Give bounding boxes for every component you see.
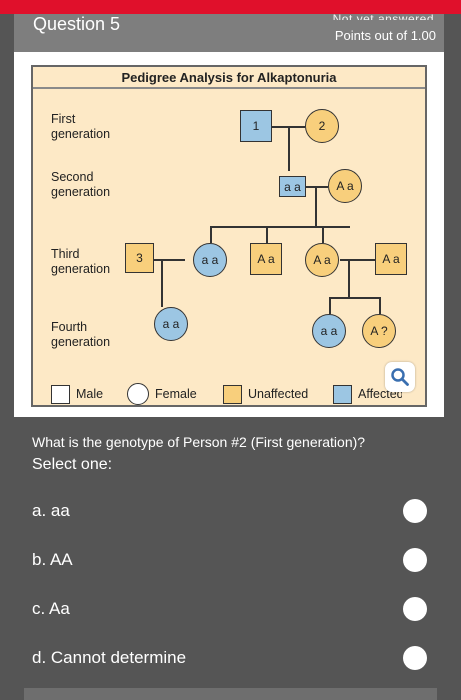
descent-line-gen3-right — [348, 259, 350, 297]
mating-line-gen3-right — [340, 259, 375, 261]
male-square-icon — [51, 384, 70, 404]
gen4-daughter-affected: a a — [312, 314, 346, 348]
figure-card: Pedigree Analysis for Alkaptonuria First… — [14, 52, 444, 417]
gen4-daughter-unknown: A ? — [362, 314, 396, 348]
generation-label-third: Third generation — [51, 247, 111, 276]
answer-option-label: b. AA — [32, 550, 73, 569]
magnifier-icon — [391, 368, 409, 386]
person-3-male-unaffected: 3 — [125, 243, 154, 273]
question-status: Not yet answered — [332, 12, 434, 20]
pedigree-title: Pedigree Analysis for Alkaptonuria — [33, 67, 425, 89]
mating-line-gen2 — [306, 186, 328, 188]
mating-line-gen3-left — [140, 259, 185, 261]
gen3-son-unaffected: A a — [250, 243, 282, 275]
radio-button[interactable] — [403, 548, 427, 572]
gen2-male-affected: a a — [279, 176, 306, 197]
question-points: Points out of 1.00 — [334, 28, 436, 43]
person-1-male-affected: 1 — [240, 110, 272, 142]
legend-unaffected: Unaffected — [223, 383, 308, 405]
descent-line-gen3-left — [161, 259, 163, 307]
gen3-daughter-affected: a a — [193, 243, 227, 277]
radio-button[interactable] — [403, 597, 427, 621]
drop-line-gen4-1 — [329, 297, 331, 314]
radio-button[interactable] — [403, 646, 427, 670]
question-title: Question 5 — [33, 14, 121, 34]
top-accent-bar — [0, 0, 461, 14]
sibship-line-gen3 — [210, 226, 350, 228]
pedigree-chart: Pedigree Analysis for Alkaptonuria First… — [31, 65, 427, 407]
affected-swatch-icon — [333, 384, 352, 404]
answer-option-label: a. aa — [32, 501, 70, 520]
legend-unaffected-label: Unaffected — [248, 387, 309, 401]
select-instruction: Select one: — [32, 456, 113, 473]
legend-female-label: Female — [155, 387, 197, 401]
gen4-daughter-left-affected: a a — [154, 307, 188, 341]
gen2-female-unaffected: A a — [328, 169, 362, 203]
question-text: What is the genotype of Person #2 (First… — [32, 434, 366, 450]
drop-line-daughter1 — [210, 226, 212, 243]
person-2-female-unaffected: 2 — [305, 109, 339, 143]
legend-male-label: Male — [76, 387, 104, 401]
answer-option-a[interactable]: a. aa — [32, 497, 427, 527]
radio-button[interactable] — [403, 499, 427, 523]
zoom-button[interactable] — [385, 362, 415, 392]
drop-line-son — [266, 226, 268, 243]
descent-line-gen2 — [315, 186, 317, 226]
answer-option-label: d. Cannot determine — [32, 648, 187, 667]
generation-label-first: First generation — [51, 112, 111, 141]
answer-option-d[interactable]: d. Cannot determine — [32, 644, 427, 674]
descent-line-gen1 — [288, 126, 290, 171]
female-circle-icon — [127, 383, 149, 405]
legend-female: Female — [127, 383, 197, 405]
answer-option-label: c. Aa — [32, 599, 70, 618]
gen3-daughter-unaffected: A a — [305, 243, 339, 277]
bottom-panel — [24, 688, 437, 700]
gen3-spouse-unaffected: A a — [375, 243, 407, 275]
answer-option-b[interactable]: b. AA — [32, 546, 427, 576]
question-header: Question 5 Not yet answered Points out o… — [14, 12, 444, 52]
drop-line-gen4-2 — [379, 297, 381, 314]
unaffected-swatch-icon — [223, 384, 242, 404]
answer-option-c[interactable]: c. Aa — [32, 595, 427, 625]
question-prompt: What is the genotype of Person #2 (First… — [32, 433, 442, 474]
legend-male: Male — [51, 383, 103, 405]
generation-label-second: Second generation — [51, 170, 111, 199]
generation-label-fourth: Fourth generation — [51, 320, 111, 349]
drop-line-daughter2 — [322, 226, 324, 243]
sibship-line-gen4 — [329, 297, 379, 299]
